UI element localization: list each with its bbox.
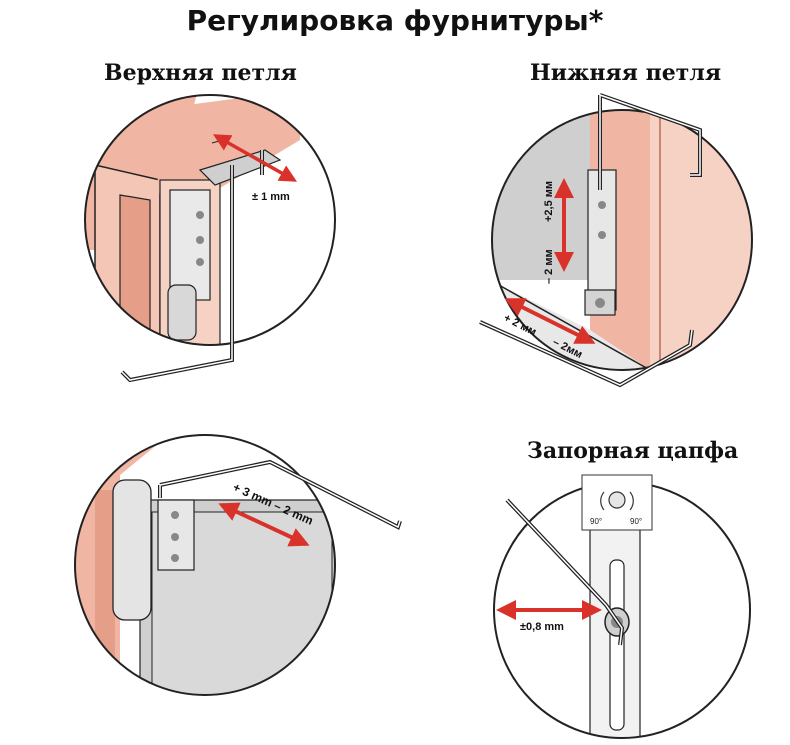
adjust-arrow (218, 502, 310, 547)
locking-pin-caption: Запорная цапфа (527, 438, 739, 464)
locking-pin-panel: 90° 90° ±0,8 mm (493, 474, 751, 739)
glass-panel (492, 110, 590, 280)
angle-left-label: 90° (590, 517, 602, 526)
angle-right-label: 90° (630, 517, 642, 526)
adjust-arrow (212, 134, 298, 182)
hinge-plate (169, 189, 211, 301)
top-hinge-adjustment: ± 1 mm (252, 191, 290, 203)
locking-pin-adjustment: ±0,8 mm (520, 621, 564, 633)
bottom-hinge-panel: +2,5 мм – 2 мм + 2 мм – 2мм (479, 93, 753, 388)
vertical-up-label: +2,5 мм (543, 181, 555, 222)
top-hinge-panel: ± 1 mm (84, 94, 336, 383)
vertical-down-label: – 2 мм (543, 249, 555, 284)
hinge-plate (587, 169, 617, 311)
side-hinge-panel: + 3 mm – 2 mm (74, 434, 402, 696)
rotation-inset (581, 474, 653, 531)
top-hinge-caption: Верхняя петля (104, 60, 297, 86)
page-title: Регулировка фурнитуры* (186, 4, 604, 37)
bottom-hinge-caption: Нижняя петля (530, 60, 722, 86)
hinge-barrel (167, 284, 197, 341)
horizontal-arrow (504, 298, 596, 344)
hinge-barrel (112, 479, 152, 621)
